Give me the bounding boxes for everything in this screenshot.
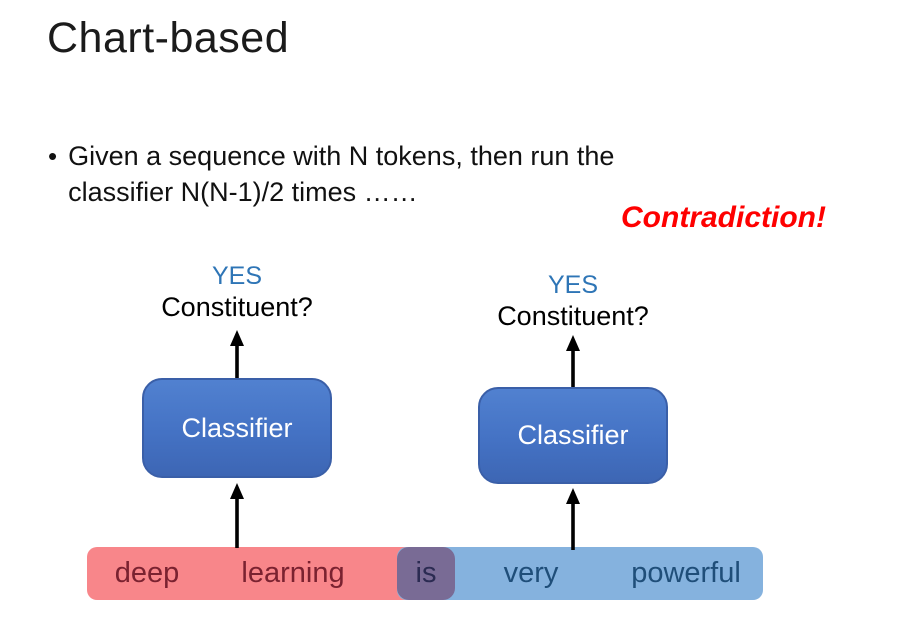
yes-result-left: YES [211,262,263,290]
classifier-box-left: Classifier [142,378,332,478]
bullet-glyph: • [48,141,58,171]
constituent-question-right: Constituent? [497,301,649,331]
arrow-up-icon [566,488,580,550]
constituent-question-left: Constituent? [161,292,313,322]
token-powerful: powerful [631,557,741,589]
bullet-line-2: classifier N(N-1)/2 times …… [68,177,418,207]
yes-result-right: YES [547,271,599,299]
span-highlight-blue [397,547,763,600]
span-overlap [397,547,455,600]
contradiction-label: Contradiction! [621,201,826,234]
token-is: is [415,557,437,589]
classifier-label: Classifier [517,420,629,450]
token-deep: deep [114,557,180,589]
span-highlight-red [87,547,455,600]
bullet-line-1: Given a sequence with N tokens, then run… [68,141,615,171]
slide-title: Chart-based [47,14,290,62]
arrow-up-icon [230,330,244,378]
classifier-label: Classifier [181,412,293,443]
bullet-item: • Given a sequence with N tokens, then r… [48,138,614,210]
token-very: very [503,557,559,589]
bullet-text: Given a sequence with N tokens, then run… [68,138,614,210]
arrow-up-icon [566,335,580,387]
classifier-box-right: Classifier [478,387,668,484]
token-learning: learning [241,557,345,589]
arrow-up-icon [230,483,244,548]
